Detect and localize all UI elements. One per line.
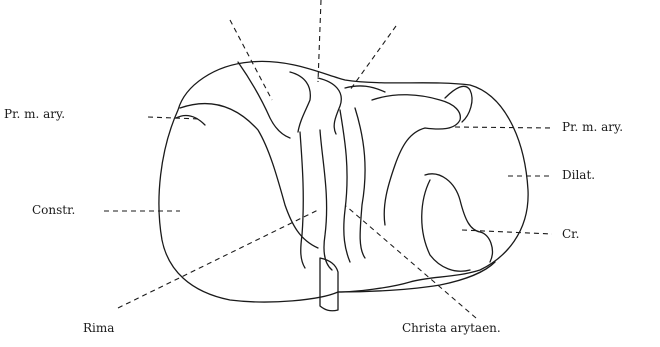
right-arytenoid: [372, 95, 460, 225]
label-cr: Cr.: [562, 228, 579, 240]
label-pr-m-ary-right: Pr. m. ary.: [562, 121, 623, 133]
leader-christa: [346, 206, 476, 318]
central-fold: [300, 132, 305, 268]
label-constr: Constr.: [32, 204, 75, 216]
leader-top-left: [230, 20, 272, 100]
outer-outline: [159, 61, 528, 302]
leader-top-right: [350, 26, 396, 90]
label-rima: Rima: [83, 322, 114, 334]
leader-cr: [462, 230, 552, 234]
label-dilat: Dilat.: [562, 169, 595, 181]
left-lobe: [180, 104, 318, 248]
label-christa: Christa arytaen.: [402, 322, 501, 334]
leader-rima: [118, 210, 318, 308]
label-pr-m-ary-left: Pr. m. ary.: [4, 108, 65, 120]
leader-pr-m-ary-right: [455, 127, 552, 128]
leader-top-center: [318, 0, 321, 82]
right-lobe: [425, 174, 492, 262]
